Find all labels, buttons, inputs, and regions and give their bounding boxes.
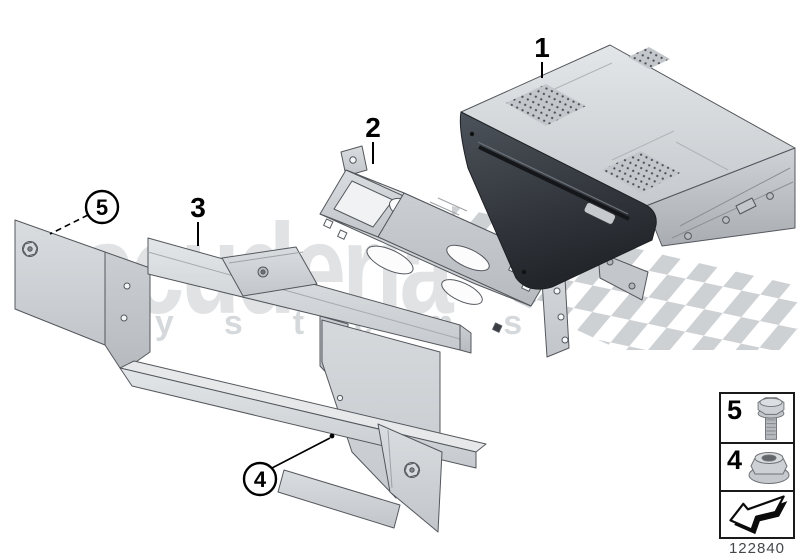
- callout-5-circle[interactable]: [84, 189, 120, 225]
- cage-mouth-opening: [333, 180, 394, 228]
- leader-line-4: [271, 437, 331, 469]
- cage-square-hole-dark: [492, 322, 503, 333]
- unit-side-face[interactable]: [645, 147, 796, 247]
- callout-3[interactable]: 3: [190, 192, 206, 246]
- rail-end-cap: [459, 324, 472, 354]
- cage-square-hole: [323, 218, 334, 229]
- bracket-left-web[interactable]: [104, 251, 151, 369]
- legend-ref-4: 4: [727, 445, 743, 475]
- unit-side-bolt: [766, 192, 774, 200]
- bracket-center-tab[interactable]: [221, 246, 318, 297]
- unit-vent-grid: [506, 84, 586, 126]
- cage-square-hole: [337, 229, 348, 240]
- web-hole: [123, 282, 131, 290]
- unit-top-scratches: [547, 62, 729, 171]
- callout-4[interactable]: 4: [242, 433, 335, 497]
- cage-lower-face[interactable]: [319, 213, 532, 307]
- unit-side-bolt: [722, 216, 730, 224]
- tab-fold-line: [228, 251, 304, 264]
- bracket-screw-left[interactable]: [22, 241, 38, 257]
- flange-hole: [561, 336, 569, 344]
- leader-dot-4: [329, 433, 335, 439]
- legend-ref-5: 5: [727, 395, 743, 425]
- cage-top-ridge: [429, 197, 468, 216]
- eject-button[interactable]: [583, 201, 617, 225]
- part-holder-bracket[interactable]: [14, 219, 487, 533]
- cage-lower-cutout: [366, 245, 414, 275]
- bracket-right-wing[interactable]: [377, 423, 443, 533]
- web-hole: [120, 314, 128, 322]
- legend-row-direction: [721, 492, 793, 535]
- rail-fold-line: [147, 251, 461, 340]
- leader-line-5: [49, 214, 89, 235]
- unit-vent-grid: [602, 151, 680, 193]
- callout-4-label[interactable]: 4: [254, 467, 267, 492]
- bracket-left-plate[interactable]: [14, 219, 106, 346]
- wing-fold-line: [387, 429, 393, 489]
- part-cd-changer-unit[interactable]: [459, 44, 796, 301]
- unit-side-tab: [735, 197, 757, 215]
- part-mounting-cage[interactable]: [319, 145, 570, 358]
- callout-1-label[interactable]: 1: [534, 32, 550, 63]
- flange-hole: [557, 313, 565, 321]
- bracket-foot-strip: [277, 469, 401, 529]
- callout-2[interactable]: 2: [365, 112, 381, 164]
- unit-side-bolt: [684, 232, 692, 240]
- bracket-screw-right[interactable]: [404, 462, 420, 478]
- hex-bolt-icon: [757, 397, 785, 440]
- unit-side-seams: [671, 167, 794, 239]
- cage-lower-cutout: [441, 279, 483, 305]
- flange-nut-icon: [748, 452, 790, 484]
- flange-hole: [553, 287, 561, 295]
- cd-slot-highlight: [477, 141, 629, 215]
- tab-hole: [349, 156, 357, 164]
- bezel-screw: [469, 131, 475, 137]
- unit-vent-grid: [628, 47, 670, 69]
- cd-slot[interactable]: [478, 145, 630, 221]
- callout-2-label[interactable]: 2: [365, 112, 381, 143]
- callout-3-label[interactable]: 3: [190, 192, 206, 223]
- install-direction-arrow-icon: [729, 495, 788, 535]
- fastener-legend: 5 4: [719, 392, 795, 539]
- unit-front-bezel[interactable]: [459, 111, 657, 290]
- cage-front-cutout: [446, 244, 490, 272]
- callouts: 1 2 3 4 5: [49, 32, 550, 497]
- legend-row-bolt: 5: [721, 394, 793, 444]
- tab-bolt-hole-center: [260, 269, 266, 275]
- lower-web-hole: [336, 394, 344, 402]
- callout-5-label[interactable]: 5: [96, 195, 108, 220]
- callout-4-circle[interactable]: [242, 461, 278, 497]
- callout-1[interactable]: 1: [534, 32, 550, 78]
- diagram-part-number: 122840: [728, 540, 786, 557]
- bezel-screw: [521, 269, 527, 275]
- callout-5[interactable]: 5: [49, 189, 120, 235]
- legend-row-nut: 4: [721, 444, 793, 492]
- unit-foot-bolt: [628, 282, 636, 290]
